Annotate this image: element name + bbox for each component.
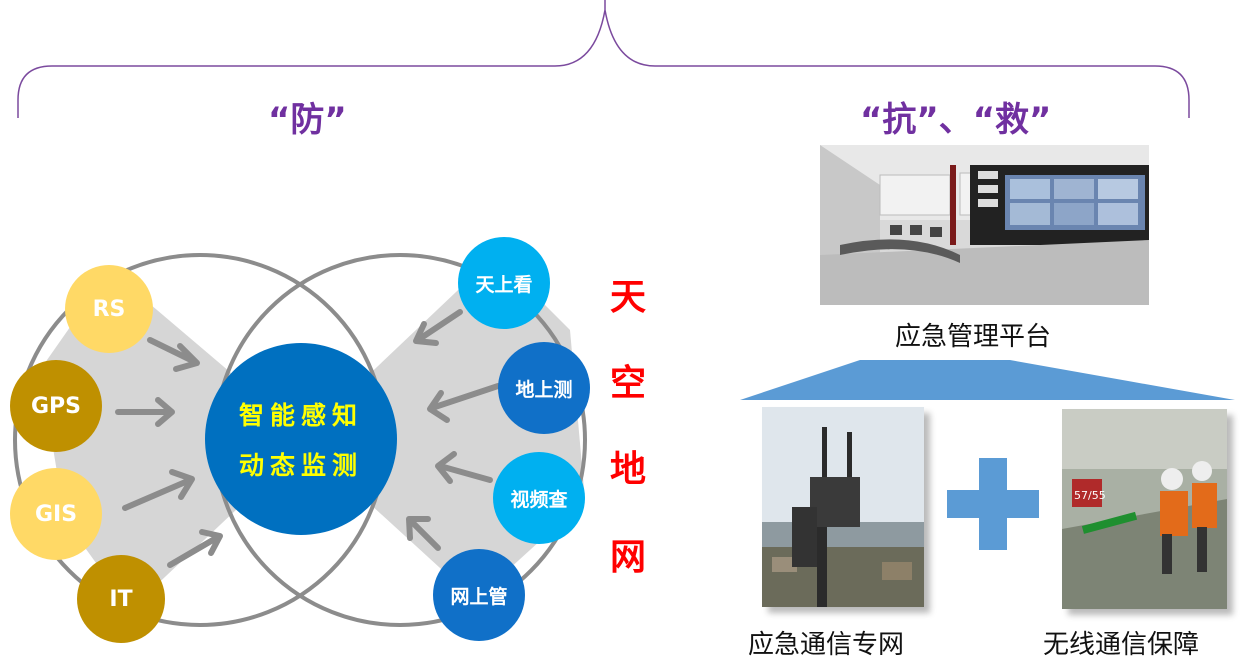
bubble-video-label: 视频查 [510,488,568,511]
plus-icon-horizontal [947,490,1039,518]
vertical-char-net: 网 [610,537,647,578]
bubble-video: 视频查 [493,452,585,544]
arrow-video [435,451,493,484]
arrow-rs [147,337,200,372]
left-wedge [40,270,310,610]
heading-resist-rescue: “抗”、“救” [860,100,1052,140]
control-room-illustration [820,145,1149,305]
center-circle: 智能感知 动态监测 [205,343,397,535]
arrow-gis [122,469,195,511]
bubble-net-label: 网上管 [450,585,508,608]
bubble-it: IT [77,555,165,643]
bubble-gis: GIS [10,468,102,560]
top-brace [17,0,1190,118]
vertical-char-air: 空 [610,363,647,404]
arrow-sky [413,309,463,346]
center-text-line1: 智能感知 [238,401,363,430]
comm-tower-illustration [762,407,924,607]
bubble-sky: 天上看 [458,237,550,329]
plus-icon [947,458,1039,550]
wireless-workers-photo: 57/55 [1062,409,1227,609]
wireless-support-caption: 无线通信保障 [1043,630,1200,660]
arrow-net [406,516,441,551]
center-text-line2: 动态监测 [238,451,363,480]
bubble-gps: GPS [10,360,102,452]
platform-caption: 应急管理平台 [895,322,1052,352]
vertical-char-ground: 地 [610,449,647,490]
control-room-photo [820,145,1149,305]
platform-trapezoid [740,360,1235,400]
arrow-gps [115,397,175,427]
bubble-it-label: IT [109,586,133,612]
bubble-ground: 地上测 [498,342,590,434]
photo-overlay-code: 57/55 [1074,489,1106,502]
bubble-net: 网上管 [433,549,525,641]
bubble-ground-label: 地上测 [515,378,573,401]
arrow-ground [427,383,501,423]
bubble-gis-label: GIS [34,501,78,527]
bubble-sky-label: 天上看 [475,273,533,296]
arrow-it [167,529,223,568]
bubble-gps-label: GPS [30,393,82,419]
comm-network-caption: 应急通信专网 [748,630,905,660]
heading-prevent: “防” [268,100,347,140]
bubble-rs-label: RS [92,296,126,322]
bubble-rs: RS [65,265,153,353]
wireless-workers-illustration: 57/55 [1062,409,1227,609]
vertical-char-sky: 天 [610,277,647,318]
comm-tower-photo [762,407,924,607]
